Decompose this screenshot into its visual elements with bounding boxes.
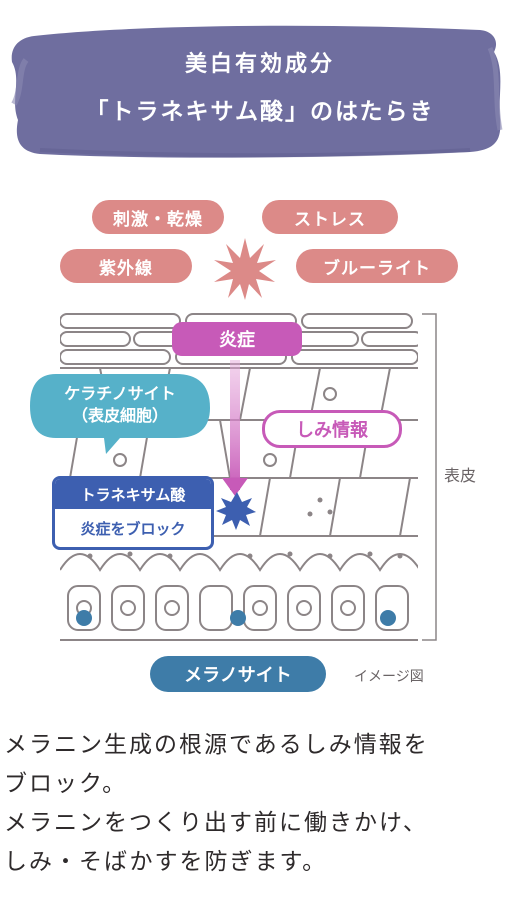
melanin-info-label: しみ情報 [262,410,402,448]
melanocyte-label: メラノサイト [150,656,326,692]
brush-stroke-background [11,25,503,158]
keratinocyte-label-line2: （表皮細胞） [71,406,168,425]
stressor-blue-light: ブルーライト [296,249,458,283]
keratinocyte-label-line1: ケラチノサイト [64,384,176,403]
stressor-stress: ストレス [262,200,398,234]
signal-arrow-shaft [230,360,240,490]
inflammation-label: 炎症 [172,322,302,356]
tranexamic-acid-action: 炎症をブロック [80,519,186,538]
description-line: しみ・そばかすを防ぎます。 [4,849,328,875]
banner-title-line2: 「トラネキサム酸」のはたらき [85,99,435,125]
melanin-dots [87,497,403,559]
melanocyte-cells [76,610,396,626]
blocked-signal-burst [216,492,256,530]
description-text: メラニン生成の根源であるしみ情報を ブロック。 メラニンをつくり出す前に働きかけ… [4,726,520,882]
tranexamic-acid-box: トラネキサム酸 炎症をブロック [52,476,214,550]
epidermis-label: 表皮 [444,466,477,485]
tranexamic-acid-title: トラネキサム酸 [55,479,211,509]
epidermis-bracket [422,313,437,641]
signal-arrow-head [222,478,248,496]
banner-title-line1: 美白有効成分 [184,52,335,77]
image-note: イメージ図 [354,669,424,685]
stress-burst-icon [214,238,276,300]
header-banner: 美白有効成分 「トラネキサム酸」のはたらき [0,0,520,175]
stressor-irritation-dryness: 刺激・乾燥 [92,200,224,234]
keratinocyte-bubble-shape [30,374,210,454]
stressor-uv: 紫外線 [60,249,192,283]
keratinocyte-label: ケラチノサイト （表皮細胞） [30,376,210,434]
description-line: メラニン生成の根源であるしみ情報を [4,732,429,758]
description-line: ブロック。 [4,771,128,797]
description-line: メラニンをつくり出す前に働きかけ、 [4,810,428,836]
